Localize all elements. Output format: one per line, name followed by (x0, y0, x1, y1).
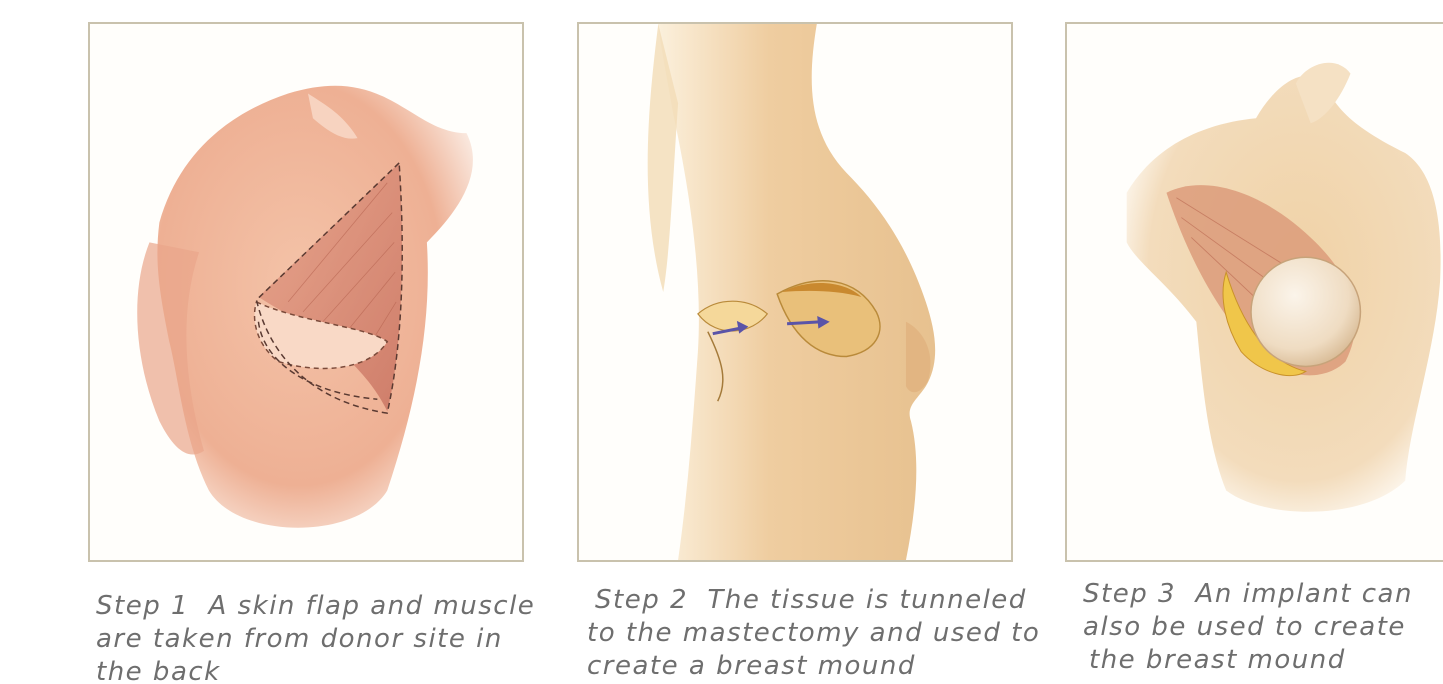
step1-caption-line2: are taken from donor site in (96, 623, 535, 656)
step1-panel (88, 22, 524, 562)
step3-caption-line1: Step 3 An implant can (1083, 578, 1413, 611)
step3-illustration-icon (1067, 24, 1443, 560)
step1-illustration-icon (90, 24, 522, 560)
step2-caption-line1: Step 2 The tissue is tunneled (587, 584, 1040, 617)
step2-label: Step 2 (595, 585, 688, 615)
step1-caption: Step 1 A skin flap and muscle are taken … (96, 590, 535, 684)
step3-caption-line3: the breast mound (1083, 644, 1413, 677)
step1-caption-line3: the back (96, 656, 535, 684)
step2-caption: Step 2 The tissue is tunneled to the mas… (587, 584, 1040, 683)
step3-label: Step 3 (1083, 579, 1176, 609)
step1-caption-line1: Step 1 A skin flap and muscle (96, 590, 535, 623)
step3-panel (1065, 22, 1443, 562)
step2-caption-line2: to the mastectomy and used to (587, 617, 1040, 650)
step3-caption-line2: also be used to create (1083, 611, 1413, 644)
step2-illustration-icon (579, 24, 1011, 560)
step2-panel (577, 22, 1013, 562)
step3-caption: Step 3 An implant can also be used to cr… (1083, 578, 1413, 677)
step2-caption-line3: create a breast mound (587, 650, 1040, 683)
step1-label: Step 1 (96, 591, 189, 621)
